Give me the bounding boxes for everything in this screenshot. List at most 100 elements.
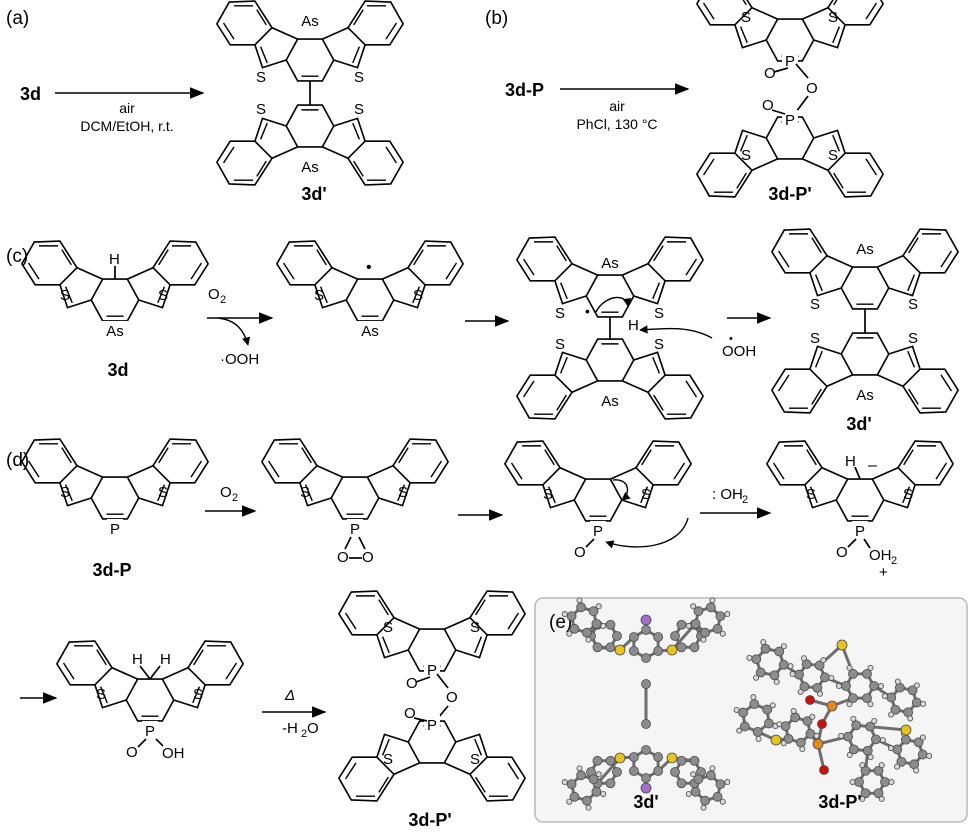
atom-ball xyxy=(693,606,704,617)
atom-ball xyxy=(561,611,568,618)
atom-ball xyxy=(780,740,787,747)
atom-ball xyxy=(746,654,753,661)
hydroperoxyl-radical: ·OOH xyxy=(220,351,259,368)
atom-ball xyxy=(913,767,920,774)
atom-ball xyxy=(576,597,583,604)
atom-ball xyxy=(576,765,583,772)
structure-intermediate: As S S S S As H • xyxy=(516,236,713,420)
atom-ball xyxy=(869,681,879,691)
crystal-label-3d-P-dimer: 3d-P' xyxy=(818,792,861,812)
atom-ball xyxy=(733,706,740,713)
atom-ball xyxy=(794,669,804,680)
atom-ball xyxy=(693,774,704,785)
atom-ball xyxy=(848,744,859,755)
curved-arrow xyxy=(605,517,689,549)
atom-ball xyxy=(873,765,884,776)
sulfur-atom: S xyxy=(96,686,106,703)
atom-ball xyxy=(763,718,774,729)
atom-ball xyxy=(862,668,872,679)
phosphorus-atom: P xyxy=(855,523,865,540)
atom-ball xyxy=(566,630,573,637)
atom-ball xyxy=(778,659,789,670)
atom-ball xyxy=(724,611,731,618)
curved-arrow xyxy=(217,317,251,346)
phosphorus-atom: P xyxy=(110,521,120,538)
atom-ball xyxy=(566,798,573,805)
atom-ball xyxy=(878,762,885,769)
sulfur-atom: S xyxy=(810,330,820,347)
crystal-label-3d-dimer: 3d' xyxy=(633,792,658,812)
sulfur-atom: S xyxy=(383,619,393,636)
arsenic-atom: As xyxy=(361,323,379,340)
curved-arrow xyxy=(612,479,631,501)
atom-ball xyxy=(907,715,914,722)
atom-ball xyxy=(690,603,697,610)
atom-ball xyxy=(820,657,827,664)
atom-ball xyxy=(819,765,829,775)
sulfur-atom: S xyxy=(193,686,203,703)
atom-ball xyxy=(700,804,707,811)
condition-air: air xyxy=(119,100,135,116)
panel-label-e: (e) xyxy=(549,612,572,633)
atom-ball xyxy=(797,688,804,695)
atom-ball xyxy=(878,795,885,802)
hydroxyl-group: OH xyxy=(162,745,185,762)
hydrogen-atom: H xyxy=(628,317,639,334)
atom-ball xyxy=(836,683,843,690)
atom-ball xyxy=(926,752,933,759)
atom-ball xyxy=(802,716,813,727)
atom-ball xyxy=(913,737,924,748)
atom-ball xyxy=(760,639,767,646)
atom-ball xyxy=(595,603,602,610)
compound-3d-P-dimer-label-d: 3d-P' xyxy=(408,810,451,830)
atom-ball xyxy=(838,732,845,739)
atom-ball xyxy=(595,771,602,778)
atom-ball xyxy=(862,693,872,704)
atom-ball xyxy=(641,719,651,729)
sulfur-atom: S xyxy=(60,287,70,304)
atom-ball xyxy=(801,659,812,670)
compound-3d-P-dimer-label: 3d-P' xyxy=(768,184,811,204)
atom-ball xyxy=(566,779,577,790)
sulfur-atom: S xyxy=(398,484,408,501)
sulfur-atom: S xyxy=(470,619,480,636)
atom-ball xyxy=(641,745,651,755)
atom-ball xyxy=(666,752,678,764)
crystal-structure-panel xyxy=(534,597,968,823)
atom-ball xyxy=(676,619,687,630)
atom-ball xyxy=(569,623,580,634)
atom-ball xyxy=(888,711,895,718)
sulfur-atom: S xyxy=(470,751,480,768)
phosphorus-atom: P xyxy=(427,662,437,679)
crystal-structure-3d-P-dimer xyxy=(733,639,933,802)
atom-ball xyxy=(641,773,651,783)
structure-phosphorus-peroxide: S S P O O xyxy=(261,438,449,566)
atom-ball xyxy=(676,642,687,653)
atom-ball xyxy=(860,765,871,776)
atom-ball xyxy=(653,632,664,642)
atom-ball xyxy=(846,664,853,671)
atom-ball xyxy=(614,644,626,656)
atom-ball xyxy=(640,614,652,626)
atom-ball xyxy=(739,721,750,732)
atom-ball xyxy=(879,737,886,744)
atom-ball xyxy=(783,733,794,744)
atom-ball xyxy=(612,767,622,777)
panel-label-b: (b) xyxy=(485,8,508,29)
radical-dot: • xyxy=(729,333,733,345)
atom-ball xyxy=(817,719,827,729)
atom-ball xyxy=(841,681,851,691)
atom-ball xyxy=(790,712,801,723)
atom-ball xyxy=(685,622,692,629)
sulfur-atom: S xyxy=(413,287,423,304)
atom-ball xyxy=(690,618,701,629)
atom-ball xyxy=(920,700,927,707)
subscript: 2 xyxy=(301,728,307,740)
radical-dot: • xyxy=(585,303,590,319)
structure-3d: H S S As xyxy=(21,240,209,340)
oxygen-atom: O xyxy=(836,544,848,561)
bridging-oxygen: O xyxy=(446,689,458,706)
crystal-structure-3d-dimer xyxy=(561,597,731,811)
phosphorus-atom: P xyxy=(145,723,155,740)
subscript: 2 xyxy=(232,492,238,504)
